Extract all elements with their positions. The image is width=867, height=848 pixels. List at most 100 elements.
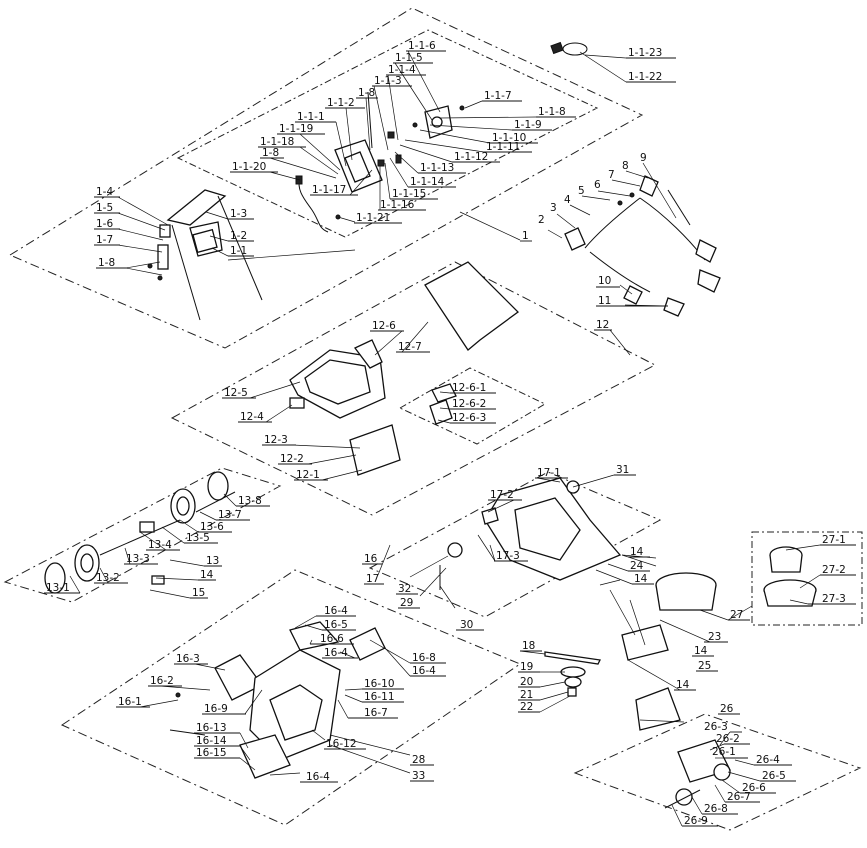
label-17-1: 17-1 (537, 467, 561, 479)
label-10: 10 (598, 275, 611, 287)
label-1-1-20: 1-1-20 (232, 161, 266, 173)
label-20: 20 (520, 676, 533, 688)
label-26-2: 26-2 (716, 733, 740, 745)
label-26-8: 26-8 (704, 803, 728, 815)
label-18: 18 (522, 640, 535, 652)
label-27-2: 27-2 (822, 564, 846, 576)
label-16-7: 16-7 (364, 707, 388, 719)
label-13: 13 (206, 555, 219, 567)
label-16-14: 16-14 (196, 735, 227, 747)
label-14-d: 14 (676, 679, 690, 691)
label-1-5: 1-5 (96, 202, 113, 214)
label-1-1: 1-1 (230, 245, 247, 257)
wheel-drive-icon (664, 739, 731, 809)
label-16-10: 16-10 (364, 678, 395, 690)
label-26-4: 26-4 (756, 754, 780, 766)
label-23: 23 (708, 631, 721, 643)
label-1-8-a: 1-8 (358, 87, 375, 99)
label-14-e: 14 (694, 645, 708, 657)
front-wheel-icon (44, 519, 181, 594)
label-12-7: 12-7 (398, 341, 422, 353)
label-12-6-3: 12-6-3 (452, 412, 486, 424)
leader-lines (69, 50, 821, 827)
label-30: 30 (460, 619, 473, 631)
label-13-5: 13-5 (186, 532, 210, 544)
label-16-9: 16-9 (204, 703, 228, 715)
grass-box-icon (289, 261, 519, 476)
label-21: 21 (520, 689, 533, 701)
label-16-15: 16-15 (196, 747, 227, 759)
label-31: 31 (616, 464, 629, 476)
label-9: 9 (640, 152, 647, 164)
label-29: 29 (400, 597, 413, 609)
label-1-8-c: 1-8 (98, 257, 115, 269)
label-13-2: 13-2 (96, 572, 120, 584)
label-1-1-8: 1-1-8 (538, 106, 566, 118)
label-16-3: 16-3 (176, 653, 200, 665)
label-13-8: 13-8 (238, 495, 262, 507)
panel-grass-box (170, 261, 657, 516)
label-12-4: 12-4 (240, 411, 264, 423)
label-16-4-d: 16-4 (306, 771, 330, 783)
handle-frame-icon (147, 189, 263, 321)
label-1-1-23: 1-1-23 (628, 47, 662, 59)
label-1-1-22: 1-1-22 (628, 71, 662, 83)
label-24: 24 (630, 560, 644, 572)
label-1-4: 1-4 (96, 186, 113, 198)
label-5: 5 (578, 185, 585, 197)
label-16-4-c: 16-4 (412, 665, 436, 677)
label-14-c: 14 (634, 573, 648, 585)
label-19: 19 (520, 661, 533, 673)
label-26: 26 (720, 703, 734, 715)
label-1-1-18: 1-1-18 (260, 136, 294, 148)
panel-wheel-drive (573, 713, 862, 831)
label-16-4-b: 16-4 (324, 647, 348, 659)
label-16: 16 (364, 553, 378, 565)
panel-battery (751, 531, 863, 626)
label-15: 15 (192, 587, 205, 599)
switch-box-icon (295, 91, 465, 233)
mower-deck-icon (439, 477, 622, 590)
label-33: 33 (412, 770, 425, 782)
label-1-2: 1-2 (230, 230, 247, 242)
label-12-6: 12-6 (372, 320, 396, 332)
label-12: 12 (596, 319, 609, 331)
label-26-3: 26-3 (704, 721, 728, 733)
panel-wheels (3, 467, 282, 603)
label-16-11: 16-11 (364, 691, 395, 703)
label-12-3: 12-3 (264, 434, 288, 446)
label-1-1-12: 1-1-12 (454, 151, 488, 163)
label-1-7: 1-7 (96, 234, 113, 246)
motor-housing-icon (621, 624, 681, 731)
label-1-1-11: 1-1-11 (486, 141, 520, 153)
label-16-13: 16-13 (196, 722, 227, 734)
label-1-1-16: 1-1-16 (380, 199, 415, 211)
panel-grass-box-clip (398, 367, 547, 445)
label-1-1-5: 1-1-5 (395, 52, 423, 64)
label-27-3: 27-3 (822, 593, 846, 605)
label-13-6: 13-6 (200, 521, 224, 533)
label-14-b: 14 (630, 546, 644, 558)
battery-housing-icon (655, 546, 817, 611)
label-1-3: 1-3 (230, 208, 247, 220)
label-6: 6 (594, 179, 601, 191)
label-1-6: 1-6 (96, 218, 113, 230)
label-1-1-13: 1-1-13 (420, 162, 454, 174)
label-1-1-19: 1-1-19 (279, 123, 313, 135)
label-25: 25 (698, 660, 711, 672)
label-27: 27 (730, 609, 743, 621)
label-16-5: 16-5 (324, 619, 348, 631)
label-1-1-17: 1-1-17 (312, 184, 346, 196)
rear-wheel-icon (170, 471, 236, 524)
label-22: 22 (520, 701, 533, 713)
label-1-1-9: 1-1-9 (514, 119, 542, 131)
label-26-9: 26-9 (684, 815, 708, 827)
label-26-6: 26-6 (742, 782, 766, 794)
panel-handle-assembly (8, 7, 644, 349)
label-13-1: 13-1 (46, 582, 70, 594)
label-13-3: 13-3 (126, 553, 150, 565)
label-13-4: 13-4 (148, 539, 172, 551)
label-12-6-1: 12-6-1 (452, 382, 486, 394)
label-1-1-14: 1-1-14 (410, 176, 445, 188)
label-26-7: 26-7 (727, 791, 751, 803)
